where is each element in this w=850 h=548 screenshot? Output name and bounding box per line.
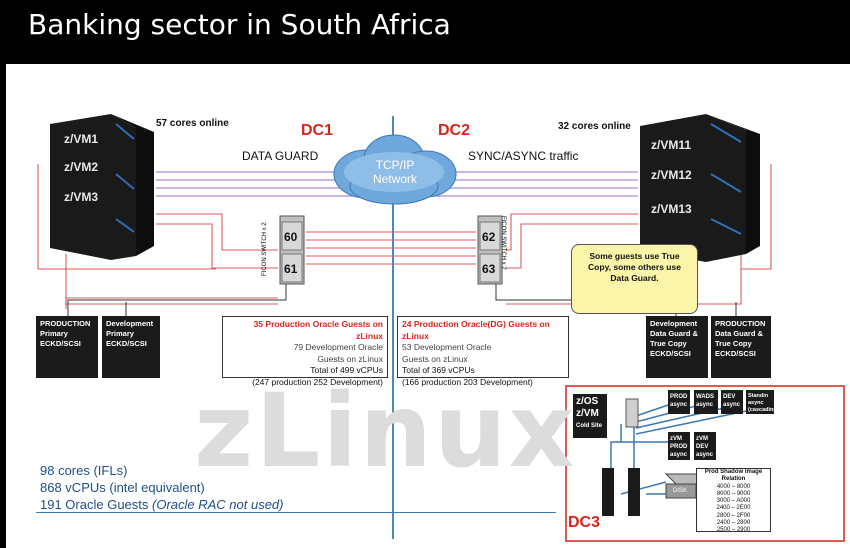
vm-label: z/VM3 — [64, 190, 99, 204]
title-bar: Banking sector in South Africa — [0, 0, 850, 64]
dc2-label: DC2 — [438, 122, 471, 139]
data-guard-caption: DATA GUARD — [242, 149, 319, 163]
dc3-label: DC3 — [568, 514, 601, 531]
vm-label: z/VM12 — [651, 168, 692, 182]
vm-label: z/VM13 — [651, 202, 692, 216]
summary-underline — [36, 512, 556, 513]
vm-label: z/VM2 — [64, 160, 99, 174]
sync-async-caption: SYNC/ASYNC traffic — [468, 149, 579, 163]
disk-label: DISK — [673, 488, 688, 494]
vm-label: z/VM1 — [64, 132, 99, 146]
connection-lines — [37, 116, 845, 542]
dc1-mainframe-icon — [50, 114, 154, 260]
dc3-mainframe-icon — [573, 394, 607, 438]
zlinux-watermark: zLinux — [194, 372, 577, 491]
dc2-switch-label: FICON SWITCH x 2 — [500, 216, 506, 270]
dc3-server-icon — [625, 398, 639, 428]
shadow-image-table: Prod Shadow Image Relation 4000 – 8000 8… — [696, 468, 771, 533]
switch-id: 62 — [482, 230, 496, 244]
dc2-cores-label: 32 cores online — [558, 121, 631, 132]
dc1-guest-summary: 35 Production Oracle Guests on zLinux 79… — [222, 316, 388, 387]
dc3-storage-tower-icon — [602, 468, 640, 516]
switch-id: 61 — [284, 262, 298, 276]
page-title: Banking sector in South Africa — [28, 8, 451, 41]
dc1-cores-label: 57 cores online — [156, 118, 229, 129]
dc3-border — [565, 385, 845, 542]
dc2-mainframe-icon — [640, 114, 760, 262]
dc1-ficon-switch-icon — [279, 215, 305, 285]
dc2-ficon-switch-icon — [477, 215, 503, 285]
dc1-switch-label: FICON SWITCH x 2 — [262, 222, 268, 276]
diagram-slide: 57 cores online 32 cores online DC1 DC2 … — [6, 64, 850, 548]
summary-block: 98 cores (IFLs) 868 vCPUs (intel equival… — [40, 463, 284, 512]
ficon-lines — [37, 164, 772, 309]
mainframes — [50, 114, 760, 516]
switch-id: 60 — [284, 230, 298, 244]
dc2-guest-summary: 24 Production Oracle(DG) Guests on zLinu… — [397, 316, 569, 387]
dc1-label: DC1 — [301, 122, 334, 139]
vm-label: z/VM11 — [651, 138, 692, 152]
switch-id: 63 — [482, 262, 496, 276]
